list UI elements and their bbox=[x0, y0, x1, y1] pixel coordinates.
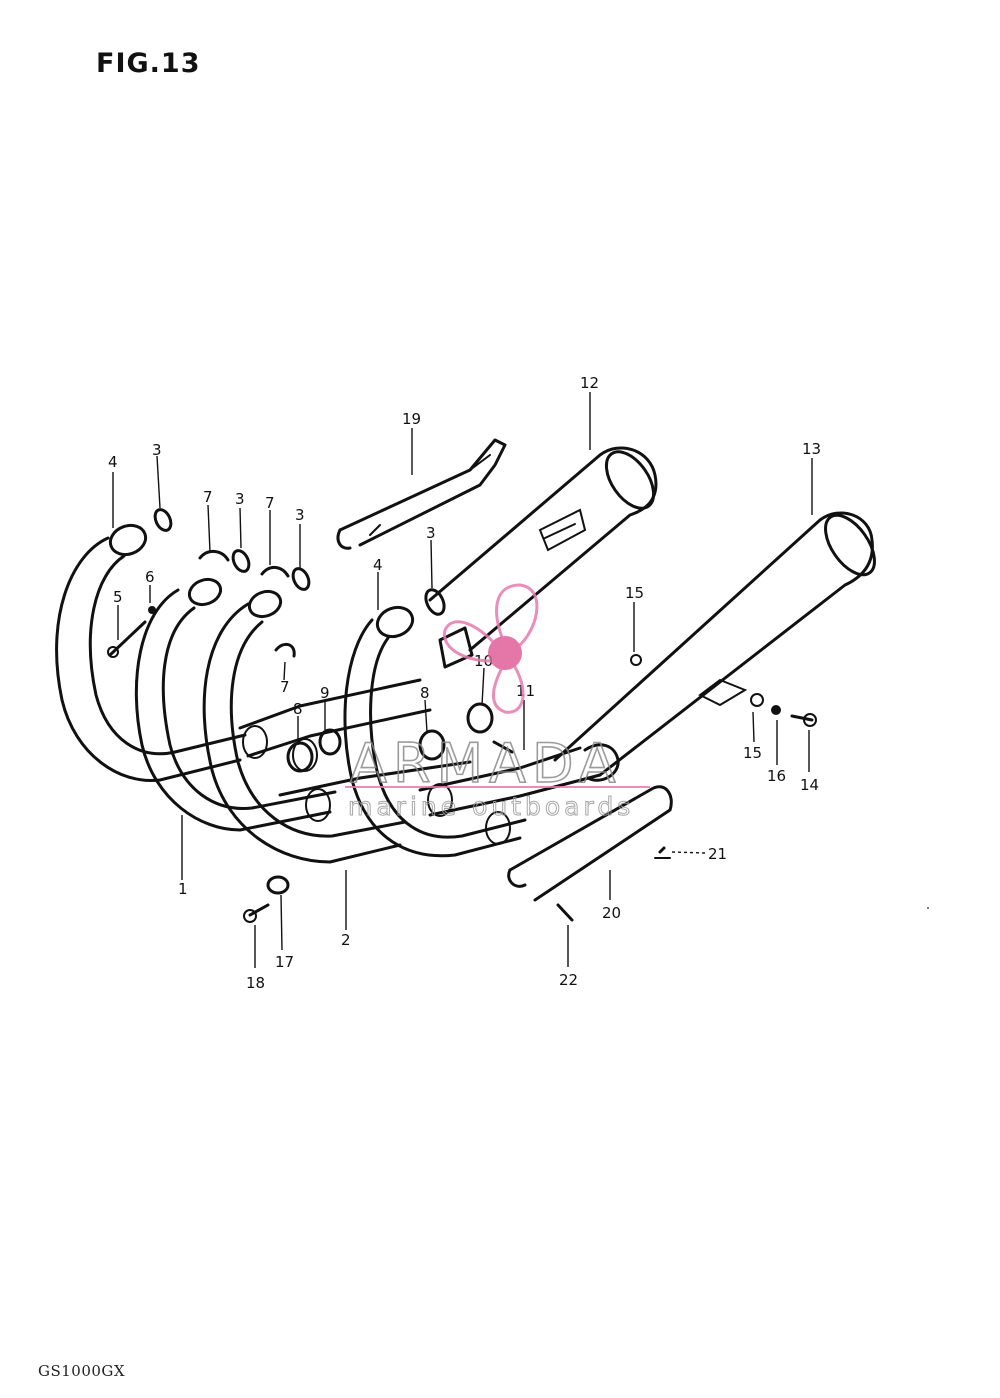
callout-2: 2 bbox=[341, 931, 351, 949]
callout-15: 15 bbox=[625, 584, 644, 602]
callout-7: 7 bbox=[203, 488, 213, 506]
callout-20: 20 bbox=[602, 904, 621, 922]
watermark-brand: ARMADA bbox=[350, 732, 622, 795]
callout-3: 3 bbox=[152, 441, 162, 459]
muffler-13 bbox=[553, 511, 876, 782]
callout-1: 1 bbox=[178, 880, 188, 898]
callout-8: 8 bbox=[420, 684, 430, 702]
leader-lines bbox=[112, 392, 813, 968]
callout-11: 11 bbox=[516, 682, 535, 700]
callout-8: 8 bbox=[293, 700, 303, 718]
heat-shield-20 bbox=[507, 785, 673, 902]
callout-16: 16 bbox=[767, 767, 786, 785]
callout-5: 5 bbox=[113, 588, 123, 606]
callout-7: 7 bbox=[265, 494, 275, 512]
callout-7: 7 bbox=[280, 678, 290, 696]
callout-9: 9 bbox=[320, 684, 330, 702]
muffler-12 bbox=[428, 446, 658, 652]
callout-4: 4 bbox=[373, 556, 383, 574]
callout-3: 3 bbox=[235, 490, 245, 508]
callout-18: 18 bbox=[246, 974, 265, 992]
callout-13: 13 bbox=[802, 440, 821, 458]
armada-watermark: ARMADA marine outboards bbox=[345, 583, 650, 822]
callout-17: 17 bbox=[275, 953, 294, 971]
callout-19: 19 bbox=[402, 410, 421, 428]
callout-4: 4 bbox=[108, 453, 118, 471]
hardware-small-parts bbox=[107, 508, 817, 923]
callout-3: 3 bbox=[426, 524, 436, 542]
propeller-logo-icon bbox=[443, 583, 539, 714]
callout-22: 22 bbox=[559, 971, 578, 989]
heat-shield-19 bbox=[336, 438, 507, 550]
callout-15: 15 bbox=[743, 744, 762, 762]
callout-3: 3 bbox=[295, 506, 305, 524]
model-code: GS1000GX bbox=[38, 1362, 126, 1380]
callout-6: 6 bbox=[145, 568, 155, 586]
exhaust-pipe-1 bbox=[55, 536, 337, 832]
callout-14: 14 bbox=[800, 776, 819, 794]
callout-numbers: 4 3 7 3 7 3 19 12 13 6 5 7 3 4 10 15 8 9… bbox=[108, 374, 821, 992]
watermark-tagline: marine outboards bbox=[348, 792, 634, 821]
callout-21: 21 bbox=[708, 845, 727, 863]
figure-title: FIG.13 bbox=[96, 48, 201, 79]
callout-12: 12 bbox=[580, 374, 599, 392]
